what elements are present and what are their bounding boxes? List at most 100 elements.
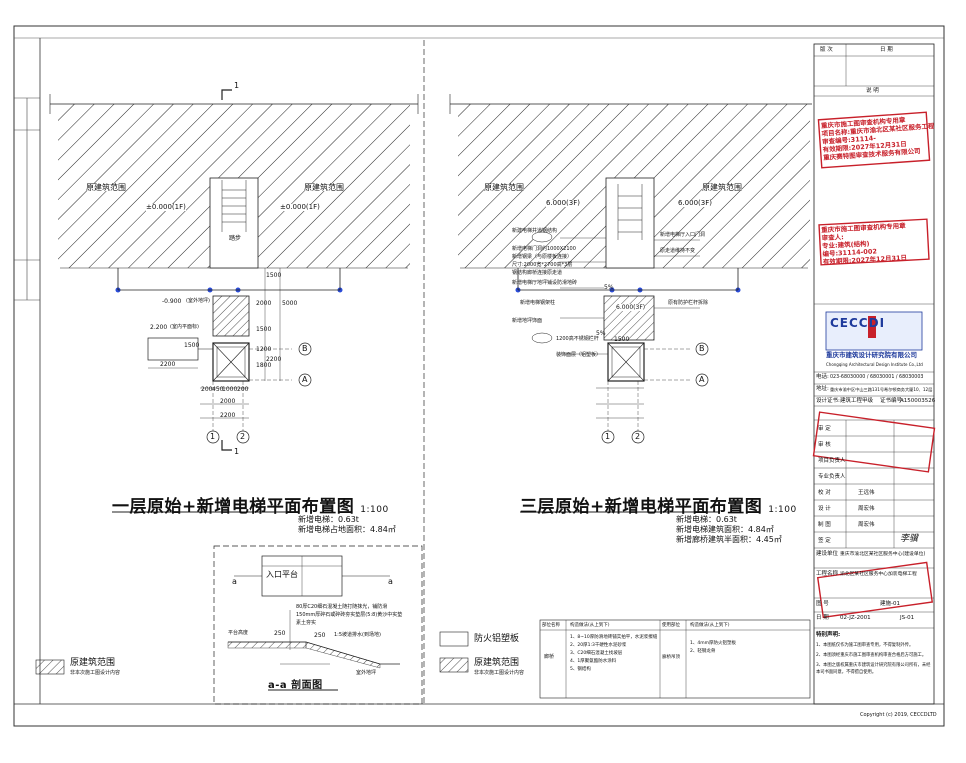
section-geometry [213,545,423,705]
right-elevation-label: 6.000(3F) [546,199,580,207]
role-name: 周宏伟 [858,522,875,528]
special-note: 3、本图之版权属重庆市建筑设计研究院有限公司所有，未经本司书面同意，不得擅自使用… [816,663,931,675]
dim-text: 1800 [256,362,272,369]
entrance-platform-label: 入口平台 [266,570,298,579]
left-original-building-label-2: 原建筑范围 [304,183,344,192]
section-level-label: 1:5坡道排水(到场地) [334,632,381,638]
right-axis-A: A [699,375,705,384]
section-mark-top: 1 [234,81,240,90]
bridge-elevation-label: 6.000(3F) [616,304,646,311]
legend-original-left: 原建筑范围 [70,658,116,668]
left-elevation-label-2: ±0.000(1F) [280,203,320,211]
dim-text: 2200 [266,356,282,363]
legend-original-right: 原建筑范围 [474,658,520,668]
left-plan-title: 一层原始+新增电梯平面布置图 1:100 [112,492,389,517]
dim-text: 1500 [184,342,200,349]
review-stamp: 重庆市施工图审查机构专用章 项目名称:重庆市渝北区某社区服务工程 审查编号:31… [821,114,937,162]
right-original-building-label: 原建筑范围 [484,183,524,192]
callout-text: 钢结构廊桥连接原走道 [512,270,563,276]
platform-elevation-note: (室内平面标) [170,324,199,330]
section-level-label: 平台高度 [228,630,249,636]
left-plan-note: 新增电梯：0.63t [298,515,359,524]
special-notes-title: 特别声明: [816,632,841,638]
spec-table-geometry [539,619,811,699]
slope-label: 5% [604,284,614,291]
section-title: a-a 剖面图 [268,680,323,691]
company-logo: CECCDI [830,316,886,330]
legend-aluminum: 防火铝塑板 [474,634,520,644]
dim-text: 1200 [256,346,272,353]
role-label: 设 计 [818,506,831,512]
drawing-no-value: 建施-01 [880,601,900,607]
right-elevation-label-2: 6.000(3F) [678,199,712,207]
callout-text: 原走道维持不变 [660,248,696,254]
legend-original-left-note: 非本次施工图设计内容 [70,670,121,676]
pit-elevation-note: (室外地坪) [186,298,210,304]
right-plan-geometry [449,94,812,513]
dim-text: 2200 [160,361,176,368]
company-name-en: Chongqing Architectural Design Institute… [826,362,923,367]
callout-text: 原有防护栏杆拆除 [668,300,709,306]
callout-text: 尺寸:2000宽*2700高*3层 [512,262,573,268]
role-label: 专业负责人 [818,474,846,480]
callout-text: 新增电梯门洞约1000X2100 [512,246,576,252]
right-axis-B: B [699,344,705,353]
callout-text: 新建电梯井道钢结构 [512,228,558,234]
right-axis-2: 2 [635,432,641,441]
role-name: 王远伟 [858,490,875,496]
section-dim: 250 [314,632,326,639]
spec-header: 构造做法(从上到下) [570,623,610,628]
spec-cell: 1、8~10厚防滑地砖铺实拍平，水泥浆擦缝 2、20厚1:3干硬性水泥砂浆 3、… [570,635,658,672]
left-plan-scale: 1:100 [360,505,389,515]
section-mark-a: a [232,577,237,586]
section-note: 80厚C20细石混凝土随打随抹光，铺防滑 [296,604,388,610]
phone-label: 电话: [816,374,829,380]
right-plan-note: 新增电梯建筑面积：4.84㎡ [676,525,774,534]
spec-header: 部位名称 [542,623,560,628]
dim-text: 200 [201,386,213,393]
right-plan-note: 新增电梯：0.63t [676,515,737,524]
bridge-dim-label: 1500 [614,336,630,343]
dim-text: 450 [212,386,224,393]
legend-hatch-right [439,657,469,673]
dim-text: 2000 [256,300,272,307]
section-mark-bottom: 1 [234,447,240,456]
project-name-label: 工程名称 [816,571,839,577]
dim-text: 200 [237,386,249,393]
left-plan-title-text: 一层原始+新增电梯平面布置图 [112,497,355,517]
drawing-no-label: 图 号 [816,601,829,607]
left-elevation-label: ±0.000(1F) [146,203,186,211]
right-plan-note: 新增廊桥建筑半面积：4.45㎡ [676,535,782,544]
special-note: 2、本图须经重庆市施工图审查机构审查合格后方可施工。 [816,653,927,658]
stair-label: 踏步 [229,235,242,242]
date-header: 日 期 [880,47,893,53]
role-label: 签 定 [818,538,831,544]
spec-header: 使用部位 [662,623,680,628]
dim-text: 2200 [220,412,236,419]
left-axis-A: A [302,375,308,384]
left-axis-2: 2 [240,432,246,441]
dim-text: 1500 [256,326,272,333]
callout-text: 新增钢梁（与原楼板连接） [512,254,573,260]
legend-hatch-left [35,659,65,675]
role-label: 审 定 [818,426,831,432]
spec-cell: 1、4mm厚防火铝塑板 2、轻钢龙骨 [690,641,736,654]
engineer-stamp: 重庆市施工图审查机构专用章 审查人: 专业:建筑(结构) 编号:31114-00… [821,222,907,266]
left-axis-1: 1 [210,432,216,441]
cert-no-value: A150003526 [900,398,936,404]
cert-value: 建筑工程甲级 [840,398,874,404]
address-value: 重庆市渝中区中山三路131号希尔顿商务大厦10、12层 [830,387,933,392]
dim-text: 5000 [282,300,298,307]
role-label: 项目负责人 [818,458,846,464]
project-value: 重庆市渝北区某社区服务中心(建设单位) [840,552,926,557]
left-plan-geometry [49,89,419,513]
platform-elevation-label: 2.200 [150,324,168,331]
section-mark-a-2: a [388,577,393,586]
legend-original-right-note: 非本次施工图设计内容 [474,670,525,676]
dim-text: 1500 [266,272,282,279]
section-note: 150mm厚碎石或碎砖夯实垫层(5:8)黄沙中实垫 [296,612,403,618]
role-label: 制 图 [818,522,831,528]
title-block-geometry [812,43,936,705]
